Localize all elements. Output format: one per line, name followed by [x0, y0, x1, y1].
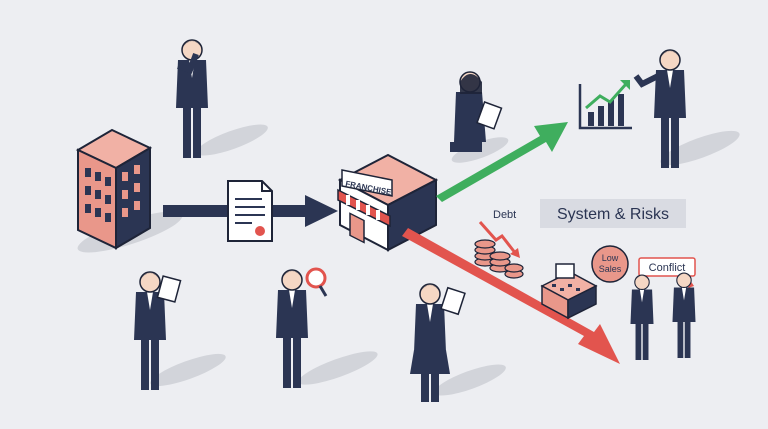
person-kneeling-with-document — [450, 71, 503, 152]
title-box: System & Risks — [540, 199, 686, 228]
growth-arrow — [436, 122, 568, 202]
person-presenting-right — [633, 49, 687, 169]
low-sales-label-line2: Sales — [599, 264, 622, 274]
person-reading-left — [133, 271, 182, 391]
risk-arrow — [402, 228, 620, 364]
title-label: System & Risks — [557, 206, 669, 223]
low-sales-bubble: Low Sales — [591, 245, 629, 283]
cash-register-icon — [540, 263, 598, 320]
person-woman-with-document — [410, 283, 466, 403]
low-sales-label-line1: Low — [602, 253, 619, 263]
company-building-icon — [75, 128, 153, 250]
coin-stack-icon — [474, 239, 524, 279]
conflict-label: Conflict — [649, 262, 686, 274]
person-arguing-left — [629, 274, 655, 361]
debt-label: Debt — [493, 209, 516, 221]
debt-cluster: Debt — [474, 209, 524, 279]
conflict-badge: Conflict — [638, 257, 696, 288]
franchise-store-icon: FRANCHISE — [337, 153, 439, 252]
person-thinking-top — [175, 39, 209, 159]
person-with-magnifier — [275, 267, 328, 389]
contract-document-icon — [227, 180, 273, 242]
growth-chart-icon — [578, 80, 632, 130]
